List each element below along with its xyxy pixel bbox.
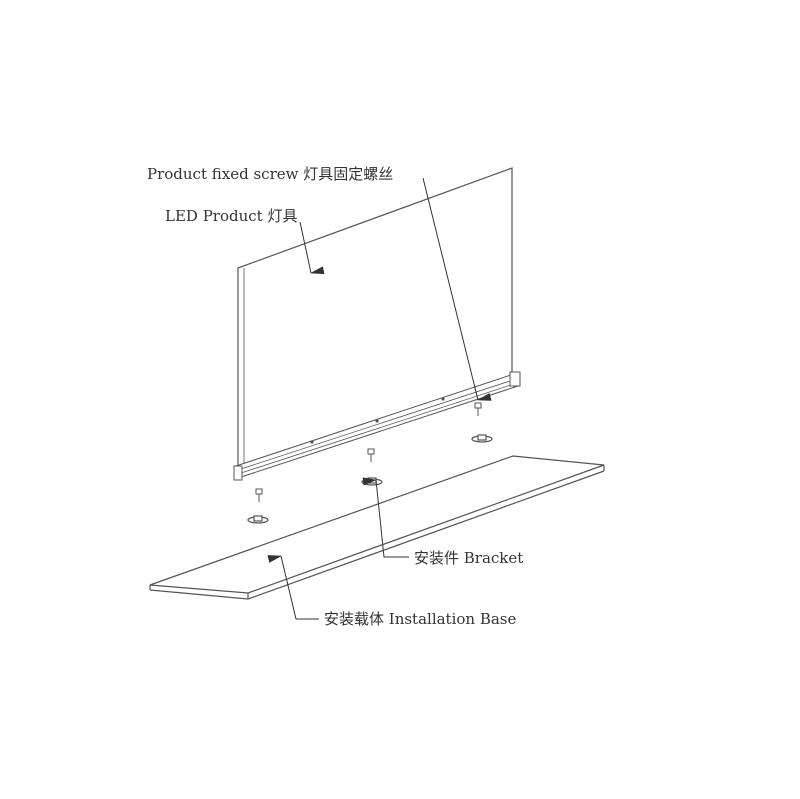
product-fixed-screw: [255, 402, 482, 502]
leader-led-product: [299, 221, 325, 275]
leader-bracket: [362, 477, 409, 558]
led-bottom-rail: [233, 371, 521, 481]
label-product-fixed-screw: Product fixed screw 灯具固定螺丝: [147, 165, 394, 183]
label-led-product: LED Product 灯具: [165, 207, 298, 225]
rail-screw-hole: [310, 440, 314, 444]
rail-screw-hole: [375, 419, 379, 423]
installation-base-board: [149, 455, 605, 600]
callout-leaders: [267, 177, 492, 620]
rail-screw-hole: [441, 397, 445, 401]
leader-fixed-screw: [422, 177, 492, 401]
label-installation-base: 安装载体 Installation Base: [324, 610, 517, 628]
leader-installation-base: [267, 555, 319, 620]
label-bracket: 安装件 Bracket: [414, 549, 524, 567]
